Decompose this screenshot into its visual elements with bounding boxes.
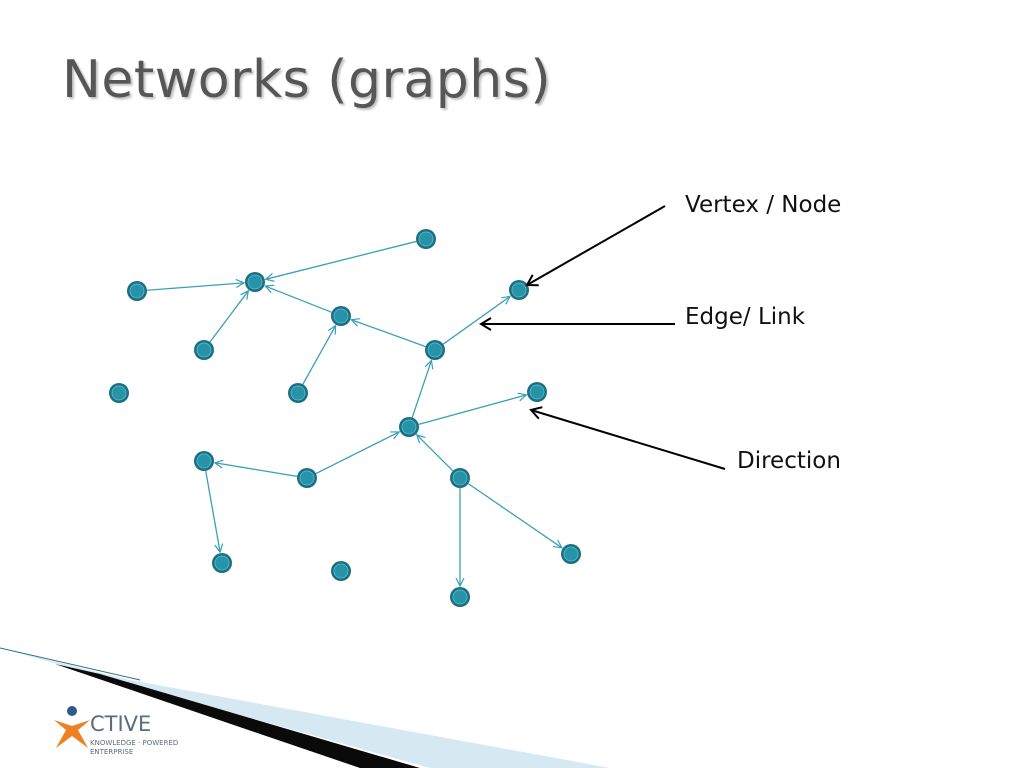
edge-n14-n16 — [467, 483, 562, 548]
edge-n7-n5 — [302, 326, 336, 385]
edge-label: Edge/ Link — [685, 304, 806, 330]
node-n9 — [399, 417, 419, 437]
logo-wordmark: CTIVE — [90, 712, 152, 736]
accent-line — [0, 647, 141, 681]
node-n1 — [245, 272, 265, 292]
vertex-label: Vertex / Node — [685, 192, 842, 218]
logo-tagline: Knowledge · Powered Enterprise — [90, 739, 179, 756]
node-n16 — [561, 544, 581, 564]
node-n3 — [416, 229, 436, 249]
node-n14 — [450, 468, 470, 488]
slide-title: Networks (graphs) — [62, 50, 552, 110]
node-n7 — [288, 383, 308, 403]
node-n15 — [450, 587, 470, 607]
company-logo: CTIVE Knowledge · Powered Enterprise — [52, 704, 212, 760]
node-n4 — [194, 340, 214, 360]
accent-wedge — [55, 664, 420, 768]
node-n18 — [331, 561, 351, 581]
edge-n2-n1 — [146, 283, 244, 291]
edges-layer — [146, 240, 562, 586]
edge-n9-n6 — [411, 360, 431, 418]
logo-figure-icon — [54, 706, 90, 748]
direction-label: Direction — [737, 448, 841, 474]
edge-n3-n1 — [266, 240, 417, 279]
node-n6 — [425, 340, 445, 360]
node-n12 — [194, 451, 214, 471]
node-n11 — [297, 468, 317, 488]
node-n2 — [127, 281, 147, 301]
node-n13 — [212, 553, 232, 573]
node-n8 — [509, 280, 529, 300]
node-n17 — [109, 383, 129, 403]
edge-n11-n12 — [215, 463, 298, 478]
edge-n9-n10 — [418, 395, 527, 425]
node-n5 — [331, 306, 351, 326]
edge-n4-n1 — [209, 291, 248, 343]
edge-n5-n1 — [265, 286, 332, 313]
edge-n6-n5 — [351, 320, 426, 348]
edge-n12-n13 — [205, 470, 220, 552]
edge-n11-n9 — [315, 432, 399, 475]
nodes-layer — [109, 229, 581, 607]
node-n10 — [527, 382, 547, 402]
vertex-pointer-arrow — [525, 205, 666, 287]
direction-pointer-arrow — [529, 406, 726, 470]
edge-n14-n9 — [417, 435, 454, 472]
edge-n6-n8 — [442, 296, 510, 345]
